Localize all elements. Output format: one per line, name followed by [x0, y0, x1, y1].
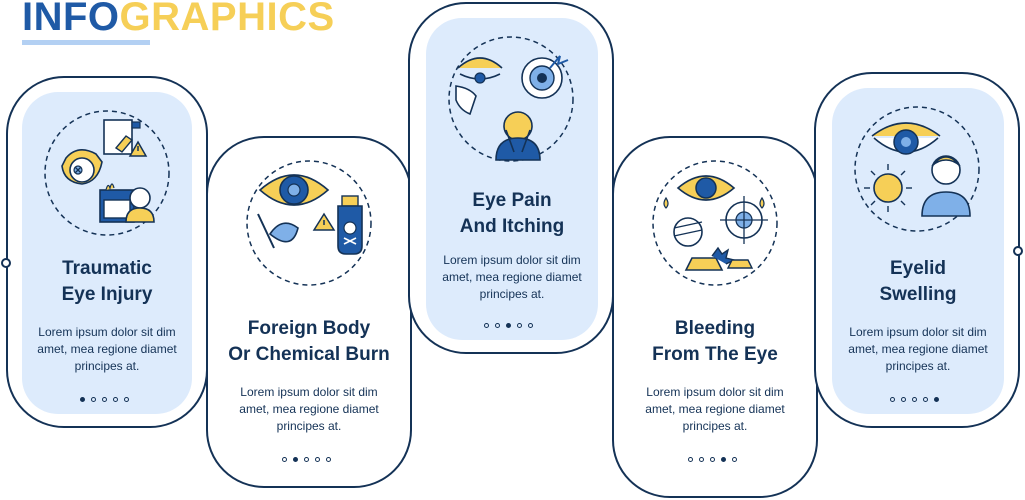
- dot-4[interactable]: [315, 457, 320, 462]
- dot-1[interactable]: [282, 457, 287, 462]
- eye-pain-itching-icon: [446, 34, 576, 164]
- traumatic-eye-injury-icon: [42, 108, 172, 238]
- connector-right: [1013, 246, 1023, 256]
- card-body-5-line1: Lorem ipsum dolor sit dim: [849, 325, 987, 339]
- dot-5[interactable]: [934, 397, 939, 402]
- card-body-1-line1: Lorem ipsum dolor sit dim: [38, 325, 176, 339]
- card-title-4-line2: From The Eye: [652, 344, 778, 365]
- dot-5[interactable]: [528, 323, 533, 328]
- page-dots-2: [282, 457, 331, 462]
- dot-5[interactable]: [732, 457, 737, 462]
- page-title: INFOGRAPHICS: [22, 0, 335, 39]
- dot-2[interactable]: [699, 457, 704, 462]
- card-body-1-line3: principes at.: [74, 359, 140, 373]
- dot-2[interactable]: [91, 397, 96, 402]
- card-title-2-line2: Or Chemical Burn: [228, 344, 390, 365]
- bleeding-eye-icon: [650, 158, 780, 288]
- title-underline: [22, 40, 150, 45]
- card-body-3-line1: Lorem ipsum dolor sit dim: [443, 253, 581, 267]
- dot-2[interactable]: [293, 457, 298, 462]
- card-body-5-line3: principes at.: [885, 359, 951, 373]
- card-body-4-line3: principes at.: [682, 419, 748, 433]
- dot-4[interactable]: [923, 397, 928, 402]
- card-body-4-line2: amet, mea regione diamet: [645, 402, 785, 416]
- card-title-5-line1: Eyelid: [890, 258, 946, 279]
- card-body-2-line1: Lorem ipsum dolor sit dim: [240, 385, 378, 399]
- card-body-5-line2: amet, mea regione diamet: [848, 342, 988, 356]
- card-title-3-line2: And Itching: [459, 216, 565, 237]
- dot-4[interactable]: [113, 397, 118, 402]
- card-body-2-line3: principes at.: [276, 419, 342, 433]
- dot-3[interactable]: [102, 397, 107, 402]
- dot-1[interactable]: [80, 397, 85, 402]
- card-title-1-line1: Traumatic: [62, 258, 152, 279]
- dot-3[interactable]: [710, 457, 715, 462]
- dot-1[interactable]: [484, 323, 489, 328]
- card-panel-3: [426, 18, 598, 340]
- dot-2[interactable]: [495, 323, 500, 328]
- foreign-body-chemical-icon: [244, 158, 374, 288]
- connector-left: [1, 258, 11, 268]
- dot-5[interactable]: [326, 457, 331, 462]
- card-body-1-line2: amet, mea regione diamet: [37, 342, 177, 356]
- dot-2[interactable]: [901, 397, 906, 402]
- card-title-1-line2: Eye Injury: [61, 284, 153, 305]
- card-body-2-line2: amet, mea regione diamet: [239, 402, 379, 416]
- page-dots-4: [688, 457, 737, 462]
- card-body-3-line3: principes at.: [479, 287, 545, 301]
- card-body-4-line1: Lorem ipsum dolor sit dim: [646, 385, 784, 399]
- dot-4[interactable]: [517, 323, 522, 328]
- card-body-3-line2: amet, mea regione diamet: [442, 270, 582, 284]
- eyelid-swelling-icon: [852, 104, 982, 234]
- dot-1[interactable]: [688, 457, 693, 462]
- dot-4[interactable]: [721, 457, 726, 462]
- page-dots-5: [890, 397, 939, 402]
- dot-5[interactable]: [124, 397, 129, 402]
- card-title-5-line2: Swelling: [879, 284, 957, 305]
- dot-3[interactable]: [912, 397, 917, 402]
- card-title-2-line1: Foreign Body: [247, 318, 371, 339]
- page-dots-3: [484, 323, 533, 328]
- card-title-4-line1: Bleeding: [674, 318, 756, 339]
- dot-1[interactable]: [890, 397, 895, 402]
- dot-3[interactable]: [506, 323, 511, 328]
- infographics-header: INFOGRAPHICS: [22, 0, 335, 40]
- dot-3[interactable]: [304, 457, 309, 462]
- card-title-3-line1: Eye Pain: [472, 190, 552, 211]
- page-dots-1: [80, 397, 129, 402]
